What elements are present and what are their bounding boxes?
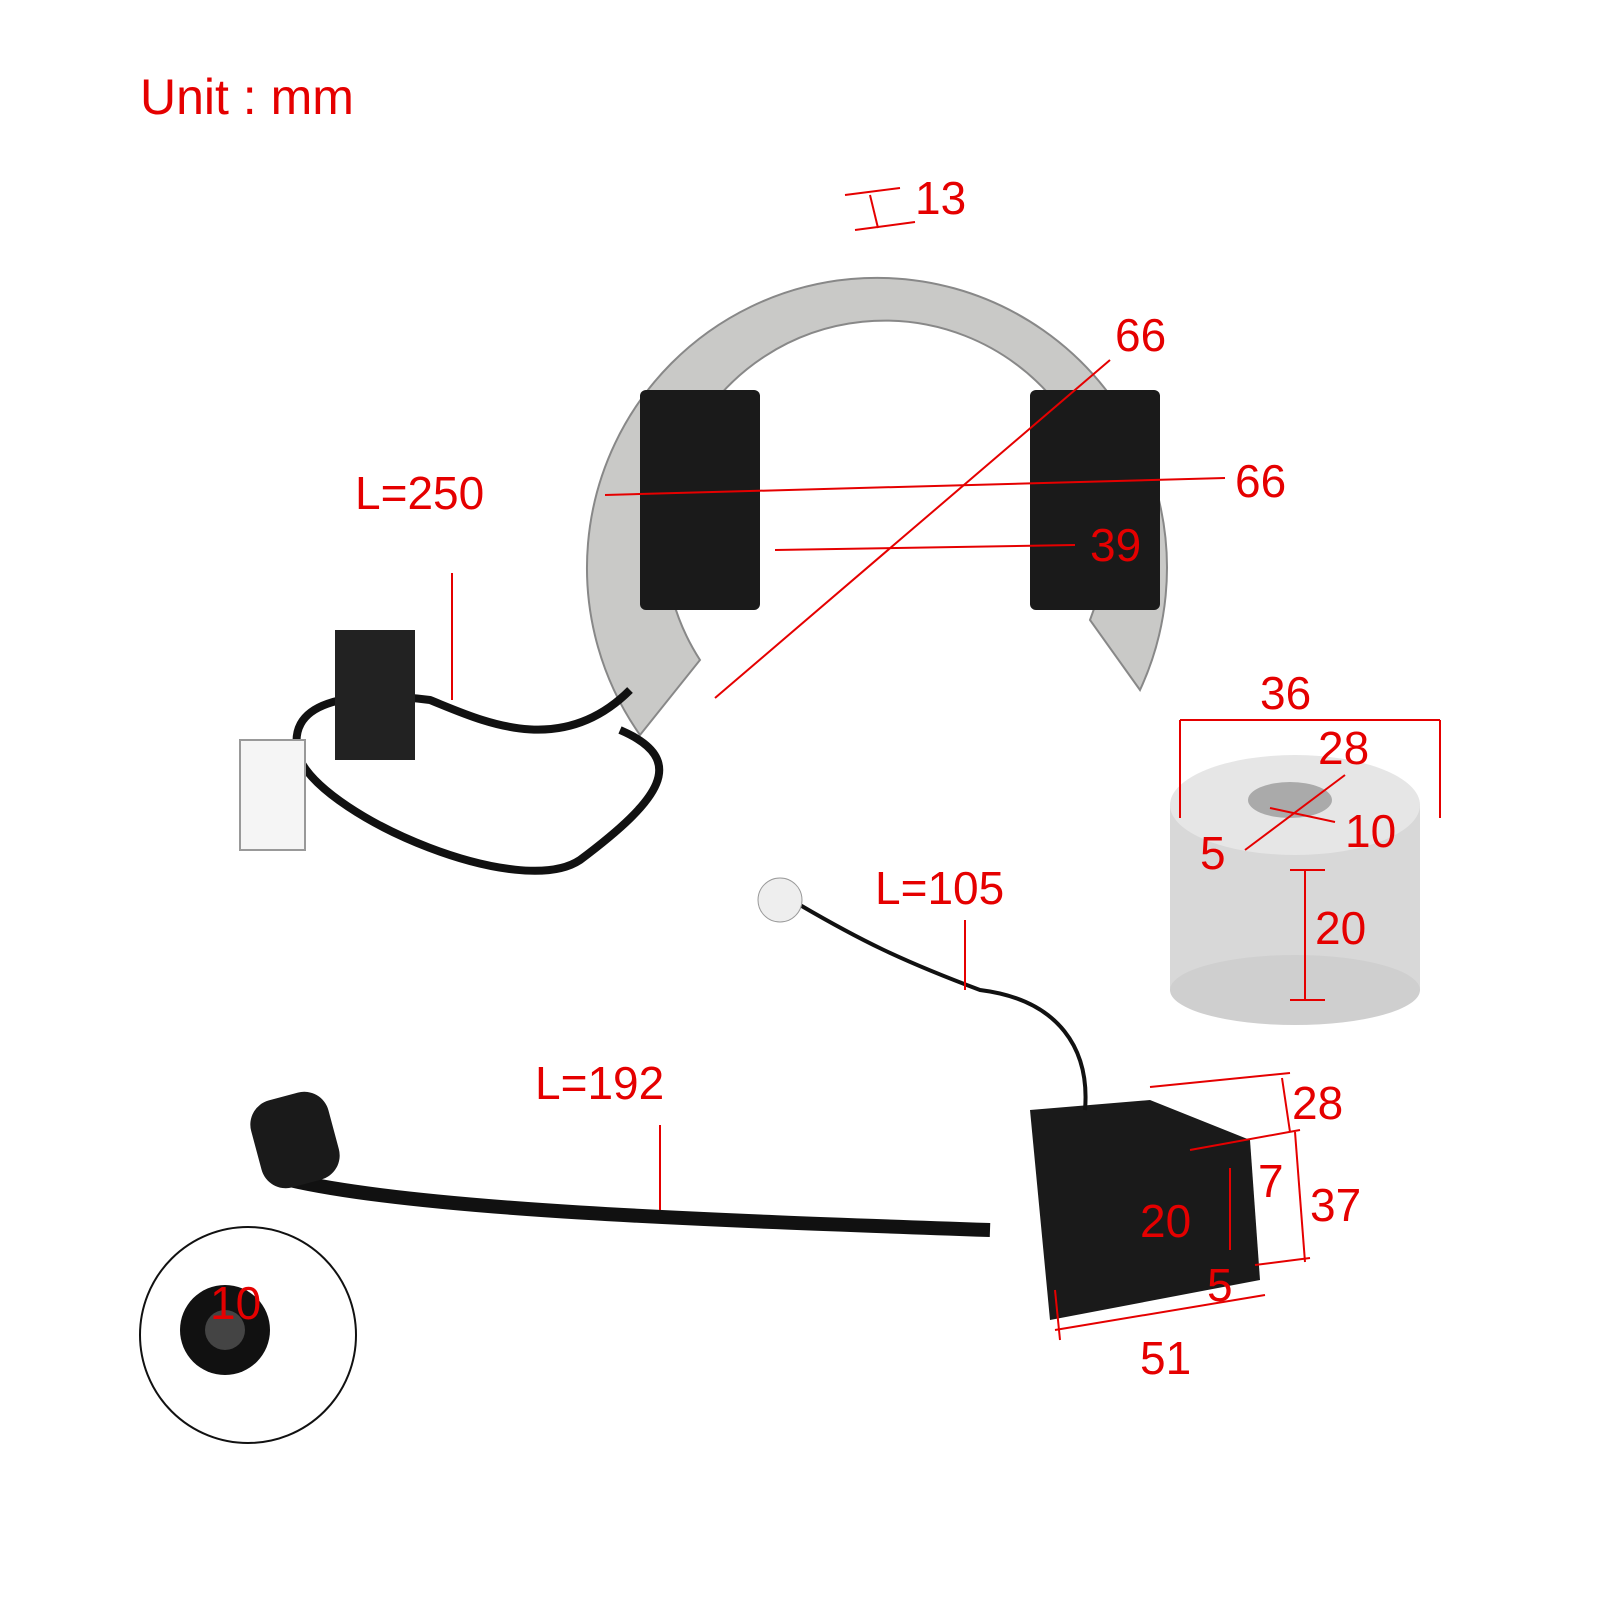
dim-hole-spacing: 20 (1140, 1195, 1192, 1247)
unit-label: Unit : mm (140, 69, 354, 125)
dim-hub-bolt-hole: 5 (1200, 827, 1226, 879)
dim-ground-wire: L=105 (875, 862, 1005, 914)
dimension-lines (451, 187, 1441, 1341)
stator-wire (239, 630, 664, 875)
dim-hub-bore: 10 (1345, 805, 1397, 857)
dim-stator-thickness: 13 (915, 172, 967, 224)
stator-ring (586, 276, 1168, 737)
dim-hub-bolt-spacing: 28 (1318, 722, 1370, 774)
flywheel-hub (1170, 755, 1420, 1025)
dim-coil-length: 51 (1140, 1332, 1192, 1384)
dim-hv-lead: L=192 (535, 1057, 665, 1109)
dim-coil-gap: 39 (1090, 519, 1142, 571)
dim-coil-depth: 28 (1292, 1077, 1344, 1129)
dim-boot-diameter: 10 (210, 1277, 262, 1329)
dim-hub-height: 20 (1315, 902, 1367, 954)
ignition-coil (250, 877, 1260, 1320)
dim-stator-width: 66 (1235, 455, 1287, 507)
dim-wire-250: L=250 (355, 467, 485, 519)
dim-stator-diagonal: 66 (1115, 309, 1167, 361)
dim-slot-width: 5 (1207, 1259, 1233, 1311)
dim-hole-dia: 7 (1258, 1155, 1284, 1207)
dim-coil-height: 37 (1310, 1179, 1362, 1231)
spark-boot-detail (139, 1226, 357, 1444)
dim-hub-diameter: 36 (1260, 667, 1312, 719)
